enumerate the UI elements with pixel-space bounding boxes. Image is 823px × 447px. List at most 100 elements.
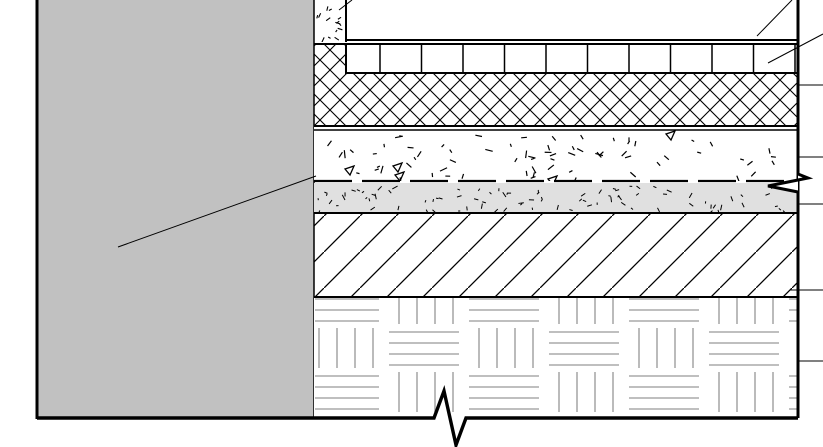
screed-mark — [380, 165, 384, 174]
screed-mark — [416, 150, 422, 158]
screed-mark — [740, 158, 745, 161]
gravel-mark — [587, 204, 593, 207]
gravel-mark — [712, 204, 716, 209]
fill-mark — [321, 37, 325, 42]
fill-mark — [335, 29, 338, 33]
fill-mark — [318, 13, 322, 18]
screed-mark — [338, 151, 343, 158]
screed-mark — [514, 157, 518, 163]
screed-mark — [475, 134, 483, 138]
screed-mark — [770, 156, 776, 158]
top-dotted-fill — [316, 6, 343, 42]
screed-mark — [697, 151, 702, 154]
leader-lines — [117, 0, 823, 362]
leader-skirting — [756, 0, 793, 37]
gravel-mark — [635, 192, 640, 196]
gravel-mark — [361, 190, 365, 194]
screed-aggregate — [664, 129, 677, 142]
screed-aggregate-marks — [327, 129, 776, 181]
screed-mark — [439, 167, 448, 172]
gravel-mark — [689, 202, 694, 207]
gravel-mark — [666, 189, 672, 193]
screed-mark — [750, 171, 757, 177]
gravel-mark — [432, 198, 435, 202]
gravel-mark — [730, 196, 734, 202]
fill-mark — [326, 6, 329, 11]
screed-mark — [413, 156, 417, 161]
gravel-mark — [582, 199, 587, 202]
screed-mark — [736, 175, 740, 181]
gravel-mark — [480, 203, 483, 209]
gravel-mark — [615, 189, 620, 192]
screed-mark — [656, 161, 661, 167]
screed-mark — [530, 157, 535, 161]
screed-mark — [691, 139, 695, 143]
gravel-mark — [489, 191, 492, 195]
screed-mark — [547, 164, 555, 171]
fill-mark — [337, 27, 343, 31]
gravel-mark — [351, 189, 356, 192]
screed-mark — [547, 144, 551, 151]
screed-mark — [568, 170, 573, 173]
parquet-pattern — [315, 298, 797, 412]
tile-side-gap — [314, 44, 346, 73]
screed-mark — [571, 145, 575, 151]
screed-mark — [627, 140, 631, 145]
screed-mark — [576, 148, 584, 153]
screed-mark — [343, 150, 346, 159]
gravel-mark — [502, 191, 507, 198]
layer-crosshatch-insulation — [314, 73, 798, 126]
screed-mark — [449, 149, 453, 154]
fill-mark — [334, 36, 340, 41]
gravel-mark — [540, 196, 543, 200]
screed-mark — [595, 152, 604, 157]
screed-mark — [327, 140, 332, 147]
gravel-mark — [457, 188, 461, 191]
screed-mark — [629, 171, 637, 178]
fill-mark — [335, 21, 341, 25]
gravel-mark — [503, 207, 508, 212]
gravel-mark — [506, 192, 508, 195]
screed-mark — [621, 150, 628, 157]
screed-mark — [407, 146, 414, 149]
fill-mark — [328, 8, 332, 11]
leader-wall — [117, 175, 317, 248]
screed-mark — [376, 165, 381, 169]
layer-parquet-subbase — [314, 298, 798, 418]
screed-mark — [568, 151, 576, 156]
gravel-mark — [620, 201, 626, 206]
gravel-mark — [774, 205, 778, 208]
gravel-mark — [473, 198, 479, 201]
gravel-mark — [720, 204, 723, 211]
screed-mark — [624, 155, 632, 159]
screed-mark — [525, 170, 528, 177]
gravel-mark — [356, 189, 361, 192]
screed-mark — [441, 143, 445, 148]
gravel-mark — [435, 197, 439, 200]
gravel-mark — [598, 189, 602, 194]
gravel-mark — [540, 199, 543, 202]
gravel-mark — [397, 205, 400, 211]
screed-mark — [349, 149, 354, 154]
screed-mark — [768, 148, 771, 154]
screed-mark — [550, 158, 555, 161]
screed-aggregate — [343, 164, 356, 177]
gravel-mark — [371, 193, 376, 196]
gravel-mark — [328, 199, 333, 205]
skirting-board — [346, 0, 798, 40]
gravel-mark — [612, 188, 617, 190]
layer-hatched-slab — [314, 214, 798, 297]
gravel-mark — [377, 185, 383, 191]
membrane-break-symbol — [767, 172, 814, 196]
screed-mark — [449, 159, 457, 163]
fill-mark — [316, 14, 319, 19]
screed-mark — [663, 155, 670, 161]
screed-aggregate — [393, 170, 406, 181]
screed-mark — [551, 135, 557, 141]
gravel-mark — [569, 209, 573, 212]
gravel-mark — [477, 188, 481, 192]
screed-mark — [528, 155, 536, 159]
gravel-mark — [518, 202, 524, 204]
screed-mark — [383, 143, 386, 148]
